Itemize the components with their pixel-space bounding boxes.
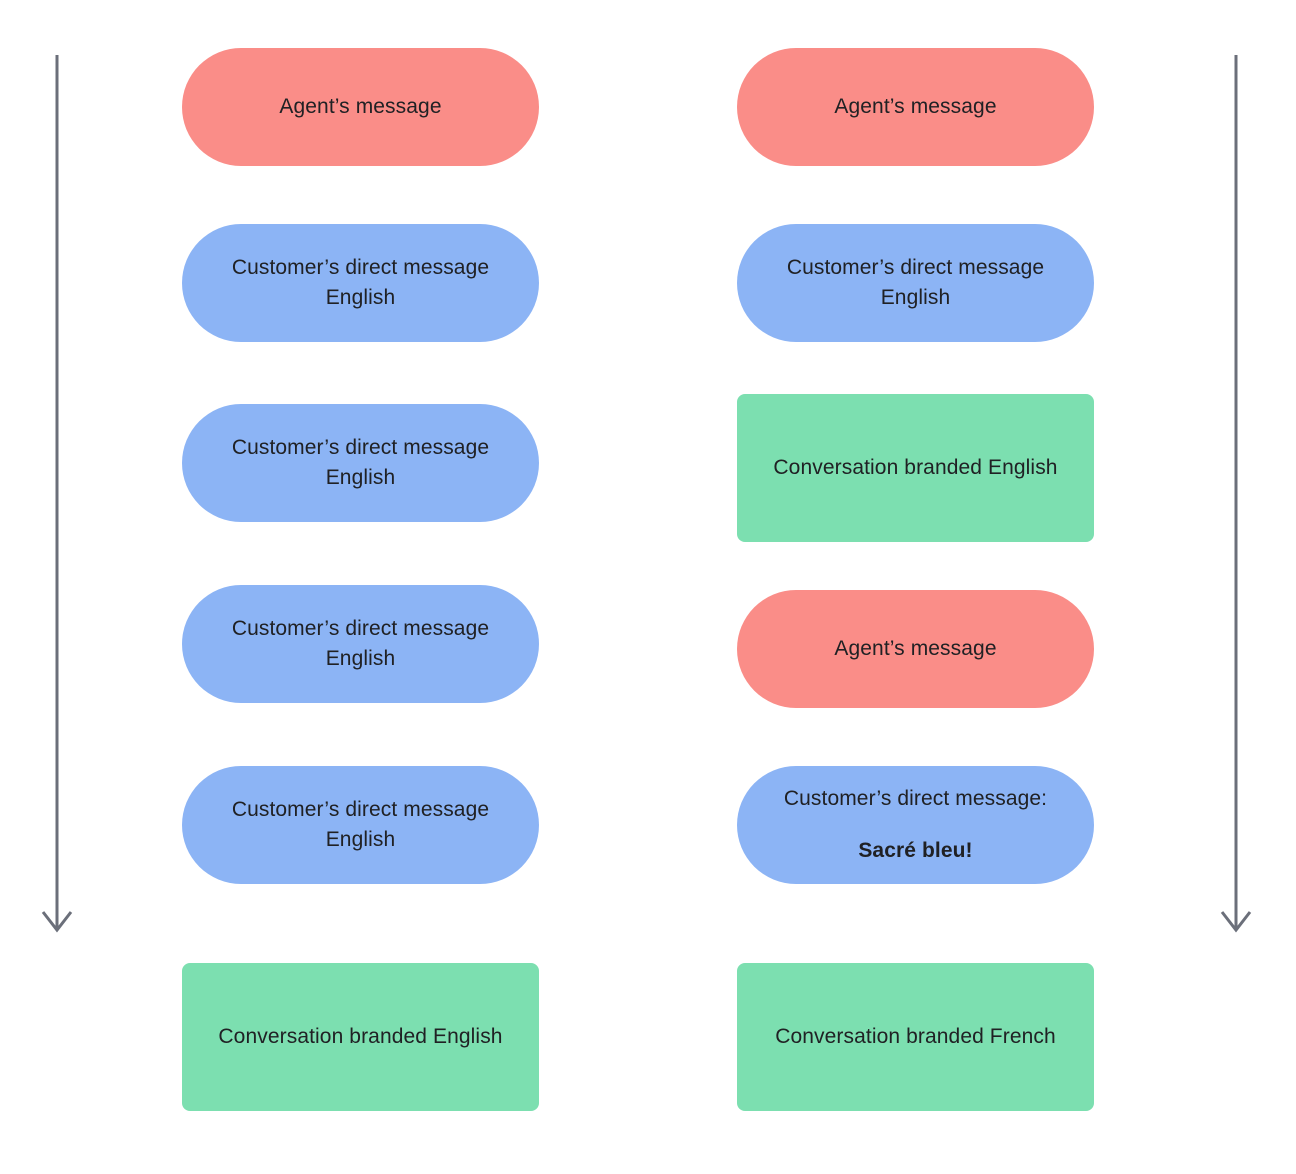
bubble-customer-direct-message-french: Customer’s direct message: Sacré bleu! <box>737 766 1094 884</box>
bubble-text-line: Agent’s message <box>834 637 997 660</box>
bubble-text-line: Sacré bleu! <box>858 839 973 862</box>
bubble-text-line: Agent’s message <box>834 95 997 118</box>
bubble-text-line: English <box>325 828 396 851</box>
bubble-agent-message: Agent’s message <box>182 48 539 166</box>
bubble-conversation-branded: Conversation branded English <box>182 963 539 1111</box>
bubble-text-line: English <box>325 466 396 489</box>
left-flow-arrow-head-icon <box>41 911 73 933</box>
bubble-text-line: Agent’s message <box>279 95 442 118</box>
bubble-text-line: English <box>325 647 396 670</box>
bubble-text-line: Conversation branded French <box>775 1025 1056 1048</box>
bubble-agent-message: Agent’s message <box>737 48 1094 166</box>
bubble-text-line: Conversation branded English <box>773 456 1058 479</box>
bubble-text-line: Conversation branded English <box>218 1025 503 1048</box>
bubble-conversation-branded: Conversation branded English <box>737 394 1094 542</box>
bubble-text-line: English <box>880 286 951 309</box>
bubble-text-line: English <box>325 286 396 309</box>
bubble-text-line: Customer’s direct message <box>231 617 490 640</box>
bubble-agent-message: Agent’s message <box>737 590 1094 708</box>
bubble-conversation-branded-french: Conversation branded French <box>737 963 1094 1111</box>
bubble-text-line: Customer’s direct message <box>786 256 1045 279</box>
bubble-text-line: Customer’s direct message <box>231 798 490 821</box>
bubble-text-line: Customer’s direct message <box>231 256 490 279</box>
bubble-text-line: Customer’s direct message: <box>783 787 1048 810</box>
right-flow-arrow-head-icon <box>1220 911 1252 933</box>
bubble-text-line: Customer’s direct message <box>231 436 490 459</box>
